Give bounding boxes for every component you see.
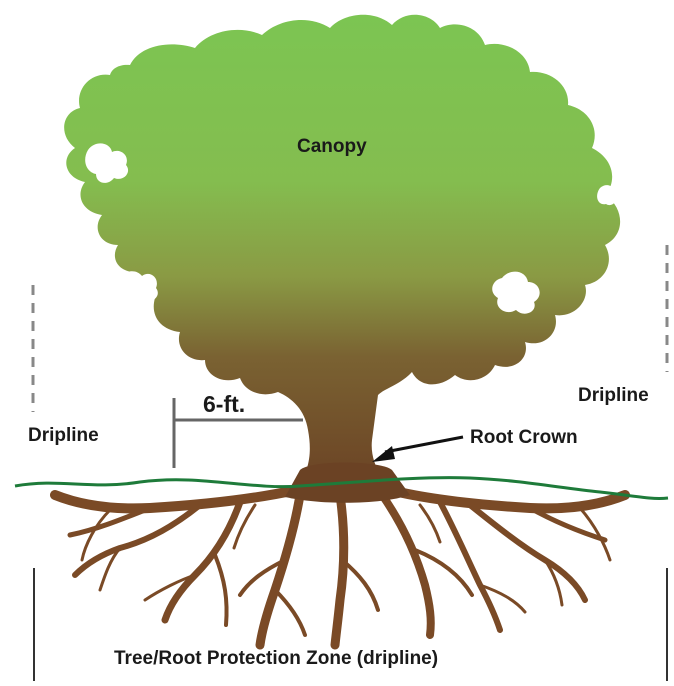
distance-label: 6-ft. [203,391,245,418]
dripline-left-label: Dripline [28,425,99,447]
protection-zone-label: Tree/Root Protection Zone (dripline) [114,648,438,670]
canopy-gap-lower-left [115,271,158,304]
root-crown-arrowhead [372,446,395,462]
tree-canopy [64,15,620,490]
root-crown-label: Root Crown [470,427,578,449]
root-system [55,490,625,645]
dripline-right-label: Dripline [578,385,649,407]
canopy-label: Canopy [297,136,367,158]
canopy-gap-right-upper [597,185,616,205]
root-crown-arrow-line [385,437,463,452]
